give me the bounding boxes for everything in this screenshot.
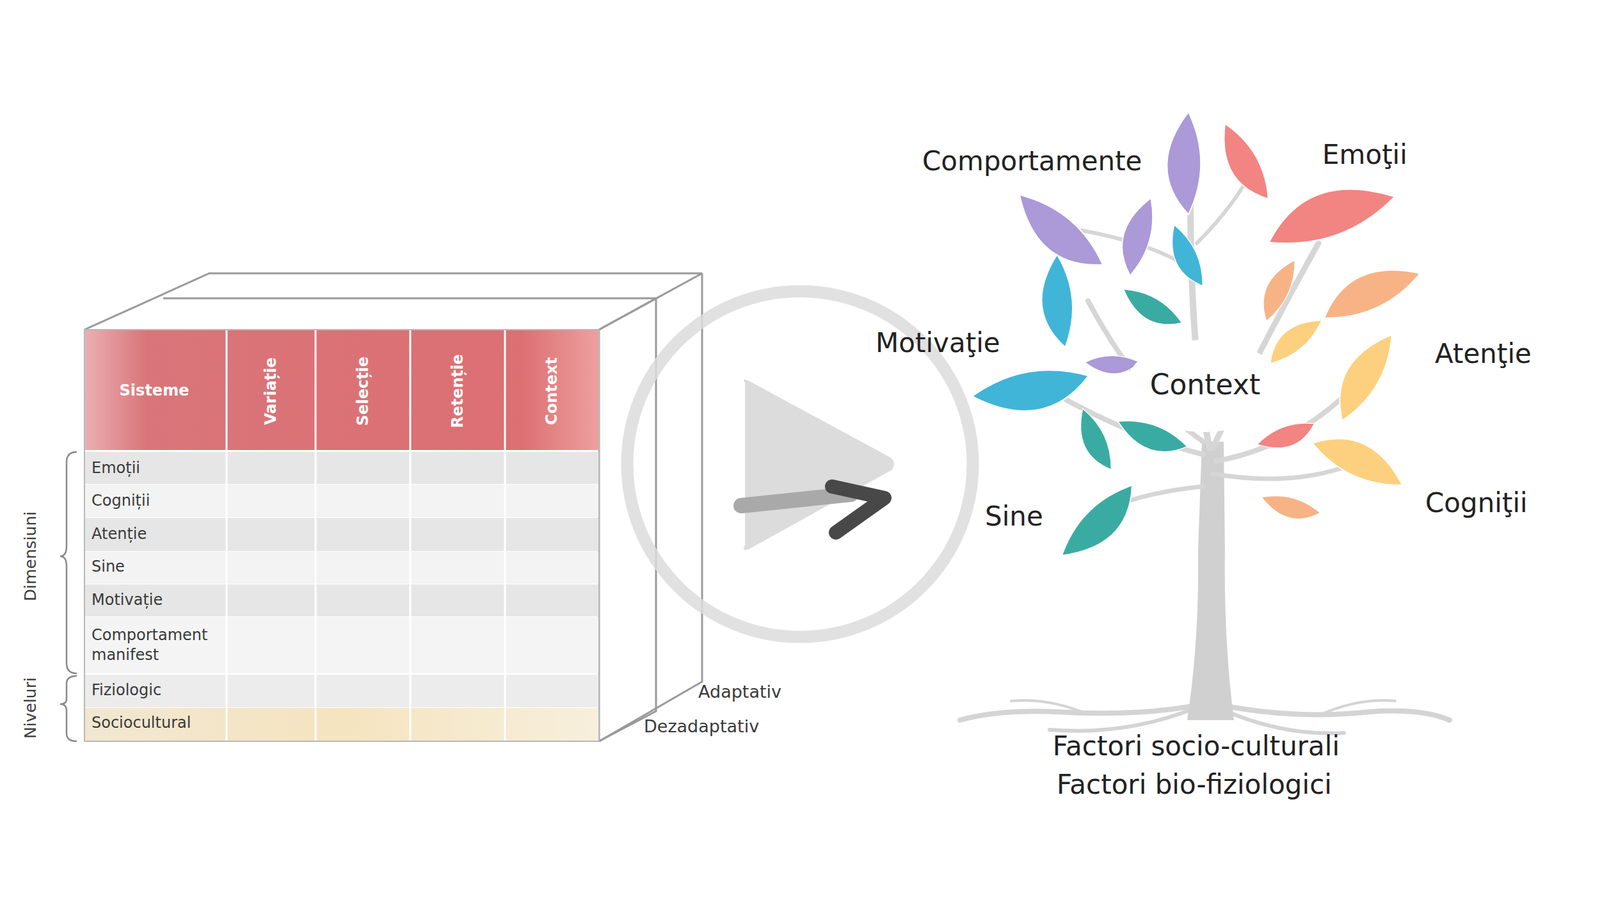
tree-label: Comportamente [922, 144, 1142, 180]
leaf [1254, 416, 1319, 457]
box-edge [599, 273, 703, 742]
axis-label: Adaptativ [698, 680, 782, 703]
column-header: Context [542, 357, 562, 425]
leaf [1209, 118, 1278, 208]
row-label: Atenție [91, 524, 147, 544]
leaf [1161, 221, 1211, 292]
column-header: Retenție [448, 353, 468, 429]
axis-label: Dimensiuni [20, 511, 42, 601]
axis-label: Niveluri [20, 677, 42, 739]
tree-center-label: Context [1150, 366, 1261, 403]
table-row [84, 484, 600, 518]
column-line [409, 329, 412, 742]
column-line [225, 329, 228, 742]
arrow-shaft [741, 494, 852, 506]
column-lines [226, 329, 505, 742]
column-line [314, 329, 317, 742]
root-label: Factori socio-culturali [1052, 728, 1340, 765]
brace [60, 451, 77, 674]
tree-label: Emoţii [1322, 137, 1408, 173]
row-label: Sociocultural [91, 712, 191, 733]
table-border [84, 329, 600, 742]
table-row [84, 517, 600, 552]
root [1216, 704, 1450, 720]
leaf [1261, 309, 1328, 370]
table-row [84, 674, 600, 708]
leaf [1315, 253, 1426, 330]
table-row [84, 551, 600, 584]
tree-label: Atenţie [1434, 336, 1532, 372]
tree-label: Motivaţie [875, 325, 1001, 361]
table-row [84, 584, 600, 617]
trunk [1187, 441, 1234, 720]
box-edge [599, 298, 656, 330]
row-label: Cogniții [91, 490, 150, 511]
root [1011, 700, 1088, 715]
root-label: Factori bio-fiziologici [1056, 767, 1332, 803]
table-row [84, 707, 600, 742]
box-outline [84, 273, 703, 742]
table-row [84, 616, 600, 674]
leaf [1113, 193, 1160, 278]
play-triangle [743, 379, 895, 550]
column-header: Variație [261, 357, 281, 425]
tree-label: Cogniţii [1425, 485, 1528, 521]
table-row [84, 451, 600, 484]
leaf [1307, 424, 1412, 496]
row-label: Emoții [91, 458, 141, 479]
column-header: Selecție [353, 356, 374, 426]
leaf [1258, 170, 1401, 258]
box-edge [84, 273, 703, 330]
row-label: Comportament manifest [91, 625, 239, 665]
leaf [1053, 476, 1147, 571]
context-center [1125, 339, 1282, 432]
leaf [1258, 490, 1323, 526]
leaf [1166, 112, 1201, 215]
column-line [504, 329, 507, 742]
tree-label: Sine [984, 499, 1044, 535]
row-label: Sine [91, 556, 125, 577]
arrow-head [832, 486, 885, 533]
root [1049, 707, 1197, 731]
leaf [1324, 324, 1403, 427]
row-label: Motivație [91, 590, 163, 610]
branch [1212, 467, 1344, 479]
row-label: Fiziologic [91, 680, 162, 701]
axis-label: Dezadaptativ [643, 714, 760, 738]
column-header: Sisteme [119, 380, 190, 401]
brace [60, 675, 77, 742]
leaf [1070, 405, 1119, 476]
leaf [1037, 253, 1076, 349]
leaf [1253, 254, 1303, 325]
braces [60, 451, 77, 742]
leaf [969, 361, 1094, 421]
root [1318, 700, 1396, 716]
leaves [969, 112, 1426, 571]
leaf [1116, 282, 1186, 336]
header-row [84, 329, 600, 450]
